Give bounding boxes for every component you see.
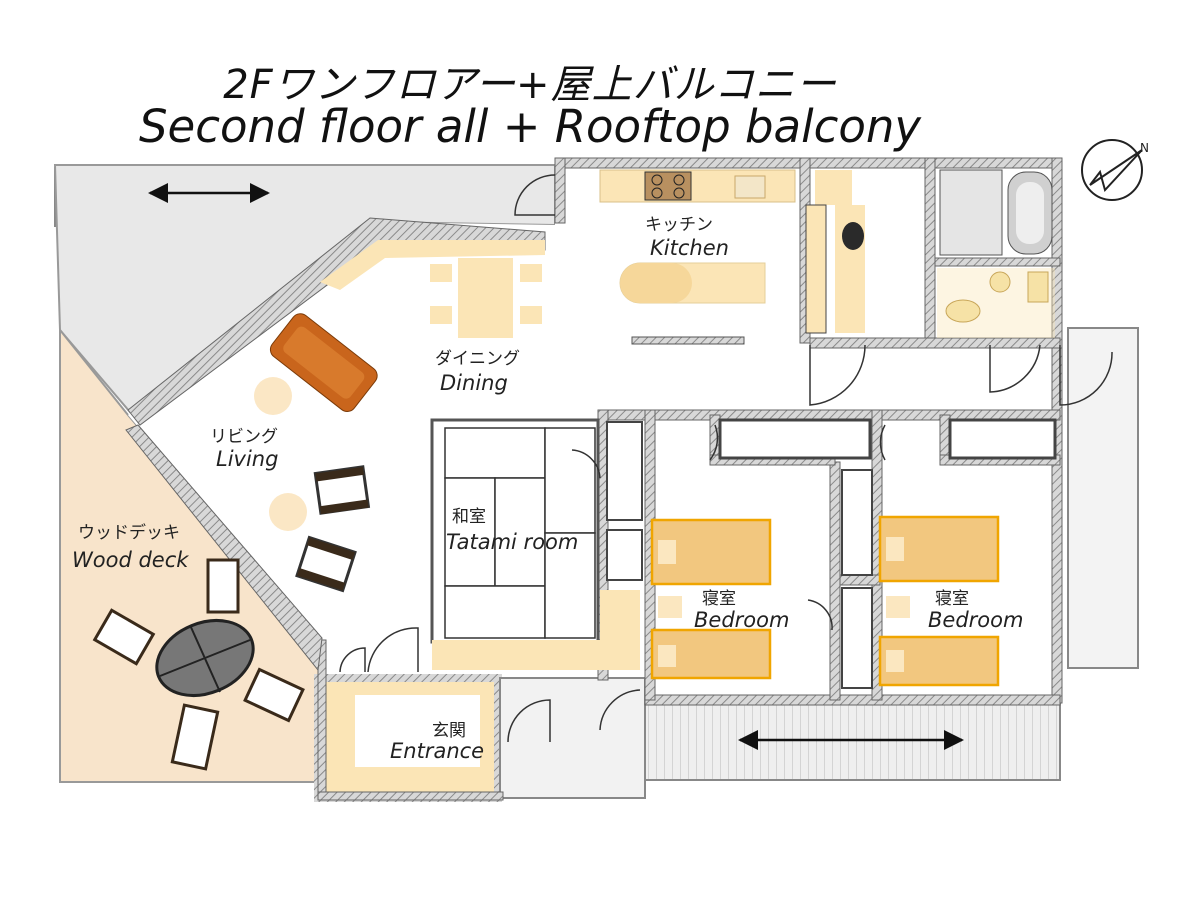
stove-icon (644, 171, 692, 201)
kitchen-label-jp: キッチン (645, 215, 713, 235)
bedroom2-label-en: Bedroom (928, 608, 1023, 632)
wood-deck-label-jp: ウッドデッキ (78, 522, 180, 543)
pillow-icon (886, 537, 904, 561)
side-table (269, 493, 307, 531)
walls (317, 157, 1063, 801)
bedroom2-label-jp: 寝室 (935, 588, 969, 609)
svg-text:N: N (1140, 141, 1149, 155)
living-counter (320, 240, 545, 290)
living-label-en: Living (216, 447, 278, 471)
wood-deck-label-en: Wood deck (72, 548, 189, 572)
toilet-icon (945, 299, 981, 323)
pillow-icon (658, 645, 676, 667)
deck-chair-icon (170, 703, 220, 771)
dining-label-en: Dining (440, 371, 508, 395)
tatami-label-jp: 和室 (452, 507, 486, 527)
entrance-label-en: Entrance (390, 739, 484, 763)
kitchen-counter (599, 169, 796, 203)
nightstand (658, 596, 682, 618)
pillow-icon (658, 540, 676, 564)
closet (606, 529, 643, 581)
sofa-icon (269, 313, 378, 412)
deck-table-icon (155, 619, 255, 697)
sink-icon (734, 175, 766, 199)
closet (841, 587, 873, 689)
dining-set (430, 258, 542, 338)
nightstand (886, 596, 910, 618)
tatami-mats (430, 418, 600, 644)
living-label-jp: リビング (210, 427, 278, 447)
bedroom1-label-en: Bedroom (694, 608, 789, 632)
armchair-icon (295, 535, 357, 593)
deck-chair-icon (92, 608, 156, 666)
east-panel (1067, 327, 1139, 669)
kitchen-label-en: Kitchen (650, 236, 729, 260)
kitchen-island (619, 262, 766, 345)
wardrobe (718, 418, 872, 460)
bathroom (805, 169, 1055, 338)
bed-icon (650, 515, 1000, 687)
entrance-closet (499, 677, 646, 799)
room-labels: キッチン Kitchen ダイニング Dining リビング Living ウッ… (72, 215, 1023, 763)
compass-icon: N (1081, 139, 1149, 201)
deck-chair-icon (206, 558, 240, 614)
closet (841, 469, 873, 576)
bedroom1-label-jp: 寝室 (702, 588, 736, 609)
pillow-icon (886, 650, 904, 672)
plan-title-en: Second floor all + Rooftop balcony (138, 100, 922, 153)
armchair-icon (313, 465, 371, 515)
storage (600, 590, 640, 670)
tatami-step (432, 640, 600, 670)
tatami-label-en: Tatami room (446, 530, 578, 554)
shower-icon (939, 169, 1003, 256)
deck-chair-icon (243, 667, 305, 723)
entrance-floor (355, 695, 480, 767)
dining-label-jp: ダイニング (435, 349, 520, 369)
entrance-label-jp: 玄関 (432, 721, 466, 741)
plan-title-jp: 2Fワンフロアー+屋上バルコニー (223, 62, 837, 108)
washbasin-icon (842, 222, 864, 250)
side-table (254, 377, 292, 415)
deck-diagonal-wall (125, 424, 323, 672)
door-swings (339, 174, 1113, 743)
wardrobe (948, 418, 1057, 460)
sink-icon (989, 271, 1011, 293)
closet (606, 421, 643, 521)
